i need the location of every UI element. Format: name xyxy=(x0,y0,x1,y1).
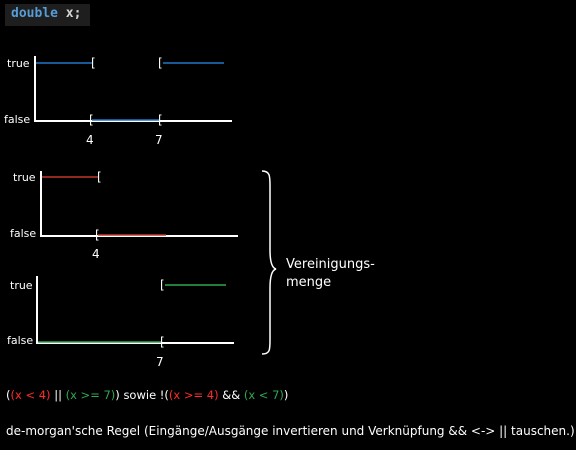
bracket-mark: [ xyxy=(160,278,165,292)
bracket-mark: [ xyxy=(89,113,94,127)
formula-red-term: (x >= 4) xyxy=(168,388,219,402)
x-tick-4: 4 xyxy=(92,247,100,261)
x-tick-4: 4 xyxy=(86,133,94,147)
curly-brace xyxy=(261,170,277,355)
formula-green-term: (x < 7) xyxy=(243,388,284,402)
formula-text: && xyxy=(218,388,244,402)
union-label-line2: menge xyxy=(286,275,331,290)
bracket-mark: [ xyxy=(158,56,163,70)
code-identifier: x; xyxy=(65,6,82,21)
formula-text: || xyxy=(50,388,66,402)
y-label-true: true xyxy=(10,279,33,292)
y-label-false: false xyxy=(10,227,36,240)
bracket-mark: [ xyxy=(95,228,100,242)
formula-green-term: (x >= 7) xyxy=(65,388,116,402)
bracket-mark: [ xyxy=(160,335,165,349)
y-label-true: true xyxy=(13,171,36,184)
demorgan-note: de-morgan'sche Regel (Eingänge/Ausgänge … xyxy=(6,424,575,438)
formula-text: ( xyxy=(6,388,11,402)
formula-text: ) sowie !( xyxy=(115,388,169,402)
timing-diagram-3: true false [ [ 7 xyxy=(7,276,234,369)
y-label-false: false xyxy=(7,334,33,347)
formula-red-term: (x < 4) xyxy=(10,388,51,402)
y-label-true: true xyxy=(7,57,30,70)
union-label-line1: Vereinigungs- xyxy=(286,257,375,272)
code-declaration: double x; xyxy=(5,4,91,26)
x-tick-7: 7 xyxy=(155,133,163,147)
code-keyword: double xyxy=(11,6,58,21)
boolean-formula: ((x < 4) || (x >= 7)) sowie !((x >= 4) &… xyxy=(6,388,288,402)
bracket-mark: [ xyxy=(91,56,96,70)
timing-diagram-2: true false [ [ 4 xyxy=(10,170,238,261)
x-tick-7: 7 xyxy=(156,355,164,369)
bracket-mark: [ xyxy=(97,170,102,184)
bracket-mark: [ xyxy=(158,113,163,127)
formula-text: ) xyxy=(283,388,289,402)
timing-diagram-1: true false [ [ [ [ 4 7 xyxy=(4,56,232,147)
y-label-false: false xyxy=(4,113,30,126)
